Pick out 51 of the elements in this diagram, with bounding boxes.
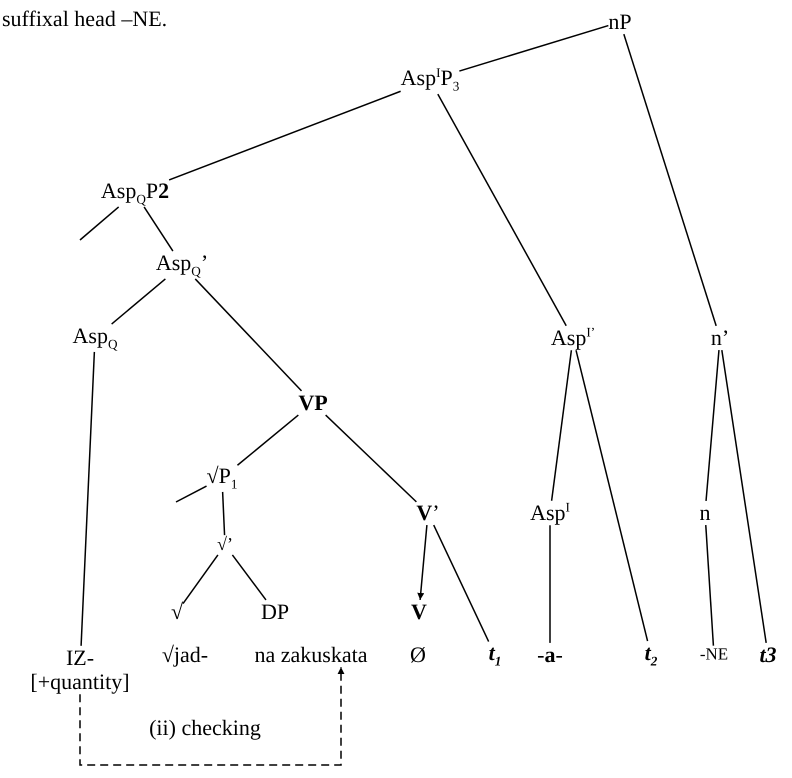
tree-node-label: Asp$^{I}$P$_{3}$ <box>400 66 460 94</box>
tree-branch <box>182 554 219 604</box>
tree-node-label: Asp$^{I’}$ <box>550 326 596 350</box>
tree-branch <box>623 34 717 326</box>
tree-branch <box>143 206 174 252</box>
tree-node-label: Asp$^{I}$ <box>530 500 570 526</box>
tree-node-label: V’ <box>416 500 440 526</box>
tree-node-label: n’ <box>710 326 730 350</box>
tree-branch <box>222 492 226 536</box>
tree-branch <box>194 278 302 392</box>
tree-node-label: √ <box>170 600 184 624</box>
tree-branch <box>437 94 567 326</box>
tree-node-label: Asp$_{Q}$ <box>72 324 118 352</box>
tree-node-label: t$_{1}$ <box>488 641 502 669</box>
tree-branch <box>550 350 572 501</box>
tree-branch <box>575 350 648 642</box>
tree-branch <box>236 414 299 466</box>
tree-node-label: t3 <box>759 642 777 668</box>
tree-branch <box>459 24 609 72</box>
tree-branch <box>325 414 417 502</box>
tree-branch <box>176 485 207 503</box>
tree-branch <box>80 206 120 241</box>
tree-node-label: IZ- <box>64 646 96 670</box>
tree-node-label: VP <box>298 390 328 416</box>
tree-node-label: nP <box>608 10 632 34</box>
tree-node-label: V <box>411 600 427 624</box>
tree-node-label: t$_{2}$ <box>644 641 658 669</box>
text-fragment: suffixal head –NE. <box>2 6 168 32</box>
tree-node-label: Asp$_{Q}$’ <box>156 251 208 279</box>
tree-node-label: -a- <box>537 642 563 668</box>
tree-node-label: na zakuskata <box>254 642 368 668</box>
tree-node-label: √’ <box>217 535 233 555</box>
tree-node-label: √P$_{1}$ <box>206 464 238 492</box>
tree-branch <box>111 278 166 325</box>
tree-branch <box>549 525 551 643</box>
tree-branch <box>721 350 767 644</box>
tree-branch <box>168 90 401 181</box>
tree-branch <box>433 524 490 642</box>
tree-branch <box>705 525 714 646</box>
tree-node-label: n <box>700 500 710 526</box>
tree-node-label: -NE <box>700 646 728 664</box>
tree-branch <box>705 350 720 501</box>
dashed-arrow <box>79 667 344 766</box>
tree-node-label: DP <box>260 600 290 624</box>
tree-node-label: [+quantity] <box>30 670 130 694</box>
tree-node-label: Asp$_{Q}$P2 <box>100 179 170 207</box>
tree-branch <box>80 352 96 646</box>
tree-node-label: √jad- <box>162 642 208 668</box>
tree-branch <box>232 554 267 600</box>
tree-branch <box>417 525 428 600</box>
tree-node-label: Ø <box>410 642 426 668</box>
